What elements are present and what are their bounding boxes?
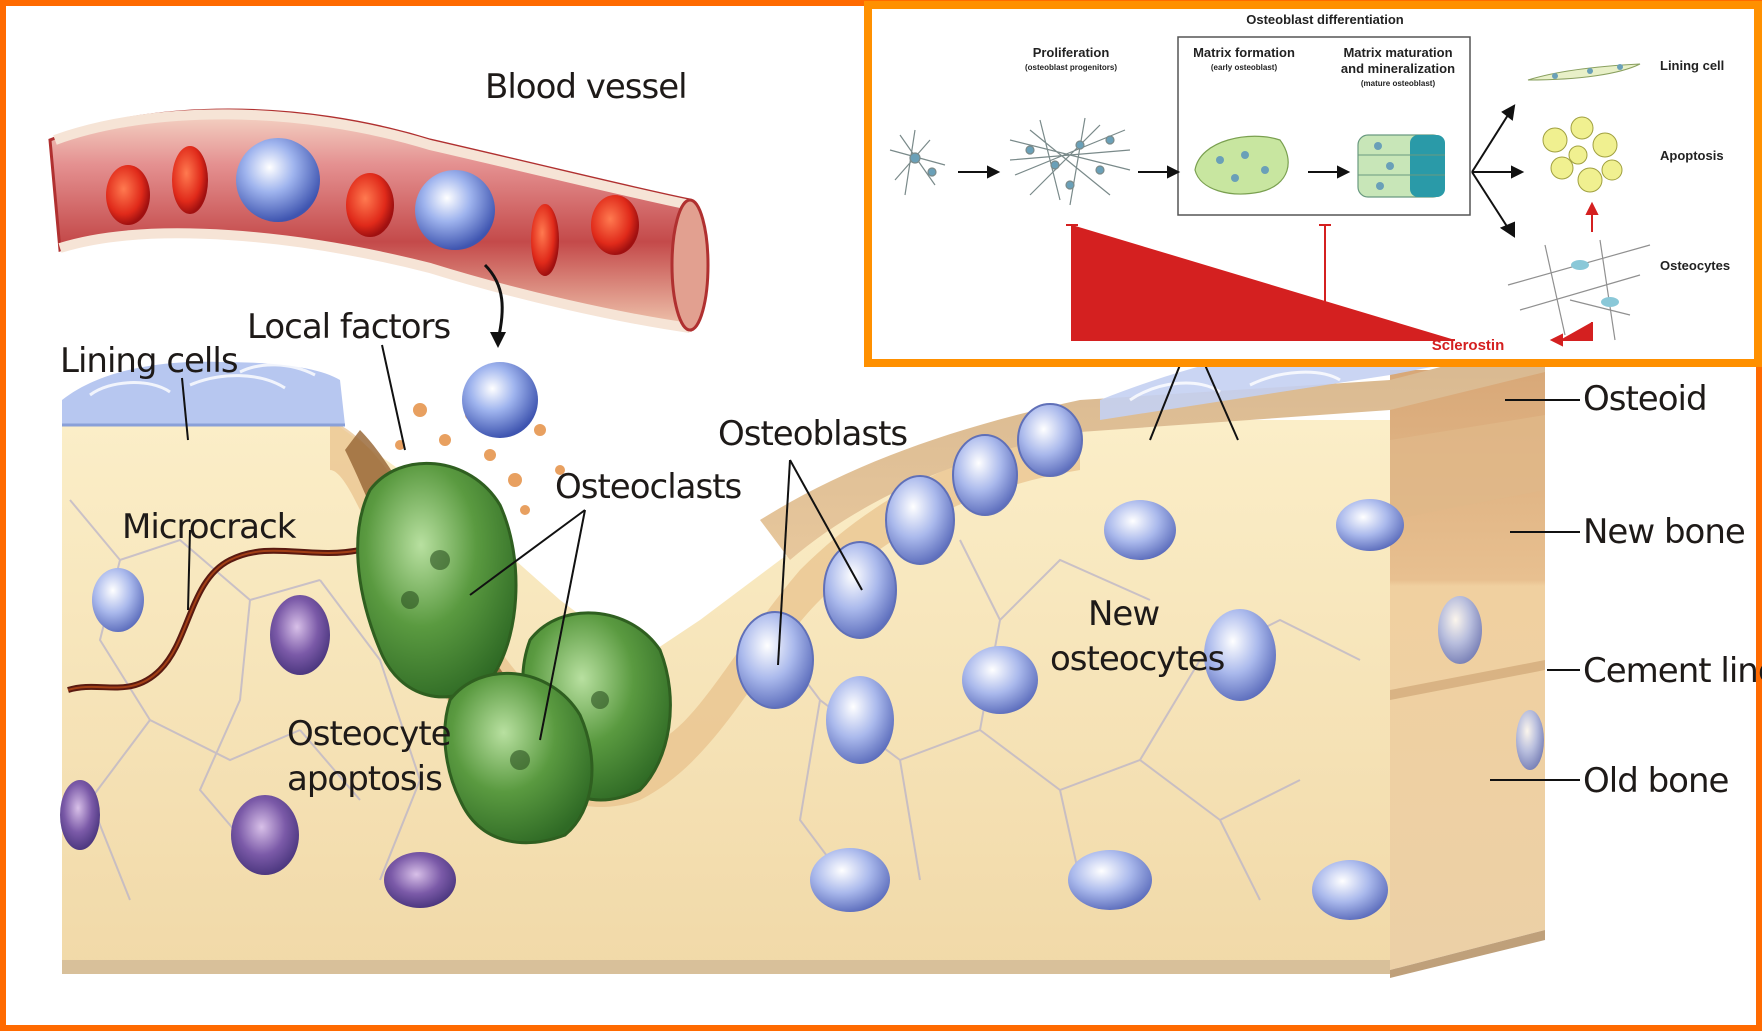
inset-matrix-maturation-line1: Matrix maturation (1343, 45, 1452, 60)
inset-panel: Osteoblast differentiation Proliferation… (868, 5, 1758, 363)
inset-lining-cell-label: Lining cell (1660, 58, 1724, 73)
inset-matrix-maturation-line2: and mineralization (1341, 61, 1455, 76)
inset-apoptosis-label: Apoptosis (1660, 148, 1724, 163)
label-microcrack: Microcrack (122, 507, 297, 547)
label-osteocyte-apoptosis-line1: Osteocyte (287, 714, 451, 754)
inset-title: Osteoblast differentiation (1246, 12, 1404, 27)
label-cement-line: Cement line (1583, 651, 1762, 691)
inset-proliferation-sub: (osteoblast progenitors) (1025, 63, 1117, 72)
inset-matrix-formation: Matrix formation (1193, 45, 1295, 60)
label-osteoid: Osteoid (1583, 379, 1707, 419)
label-new-osteocytes-line2: osteocytes (1050, 639, 1225, 679)
inset-mature-osteoblasts (1358, 135, 1445, 197)
inset-matrix-formation-sub: (early osteoblast) (1211, 63, 1278, 72)
inset-proliferation: Proliferation (1033, 45, 1110, 60)
label-local-factors: Local factors (247, 307, 451, 347)
label-osteoclasts: Osteoclasts (555, 467, 742, 507)
label-new-bone: New bone (1583, 512, 1745, 552)
inset-osteocytes-label: Osteocytes (1660, 258, 1730, 273)
inset-matrix-maturation-sub: (mature osteoblast) (1361, 79, 1436, 88)
label-osteocyte-apoptosis-line2: apoptosis (287, 759, 442, 799)
label-old-bone: Old bone (1583, 761, 1729, 801)
label-new-osteocytes-line1: New (1088, 594, 1159, 634)
label-lining-cells: Lining cells (60, 341, 238, 381)
label-osteoblasts: Osteoblasts (718, 414, 907, 454)
inset-sclerostin-label: Sclerostin (1432, 337, 1505, 354)
migrating-leukocyte (462, 362, 538, 438)
label-blood-vessel: Blood vessel (485, 67, 687, 107)
